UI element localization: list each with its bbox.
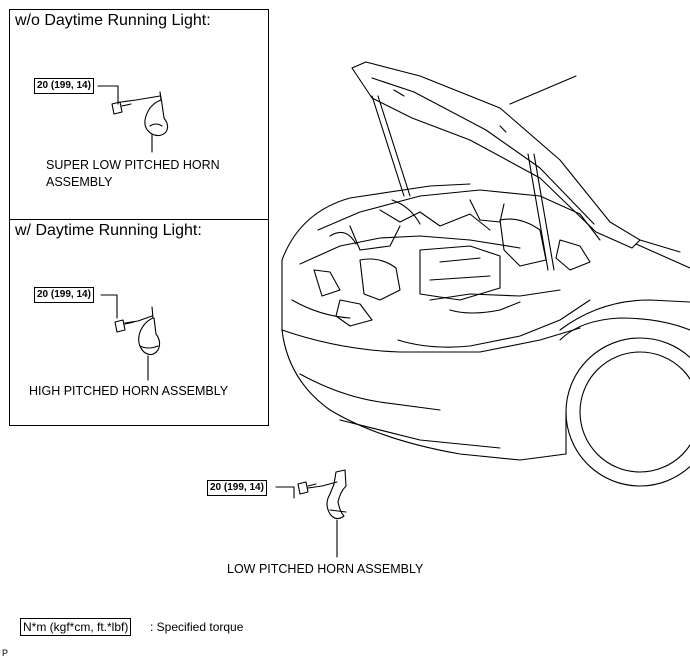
legend-description: : Specified torque [150, 620, 244, 634]
panel-with-drl [9, 219, 269, 426]
label-high-horn: HIGH PITCHED HORN ASSEMBLY [29, 384, 229, 398]
panel-title-without-drl: w/o Daytime Running Light: [15, 12, 211, 29]
torque-box-high: 20 (199, 14) [34, 287, 94, 303]
bolt-icon-1 [111, 101, 132, 115]
low-horn-icon [275, 469, 347, 558]
bolt-icon-2 [114, 319, 135, 333]
torque-box-low: 20 (199, 14) [207, 480, 267, 496]
super-low-horn-icon [97, 85, 169, 153]
torque-box-super-low: 20 (199, 14) [34, 78, 94, 94]
corner-mark: P [2, 648, 9, 658]
panel-title-with-drl: w/ Daytime Running Light: [15, 222, 202, 239]
bolt-icon-3 [297, 481, 317, 495]
label-low-horn: LOW PITCHED HORN ASSEMBLY [227, 562, 424, 576]
label-super-low-horn-line1: SUPER LOW PITCHED HORN [46, 158, 220, 172]
high-horn-icon [100, 294, 161, 381]
car-illustration-icon [281, 61, 690, 487]
legend-unit-box: N*m (kgf*cm, ft.*lbf) [20, 618, 132, 636]
label-super-low-horn-line2: ASSEMBLY [46, 175, 113, 189]
